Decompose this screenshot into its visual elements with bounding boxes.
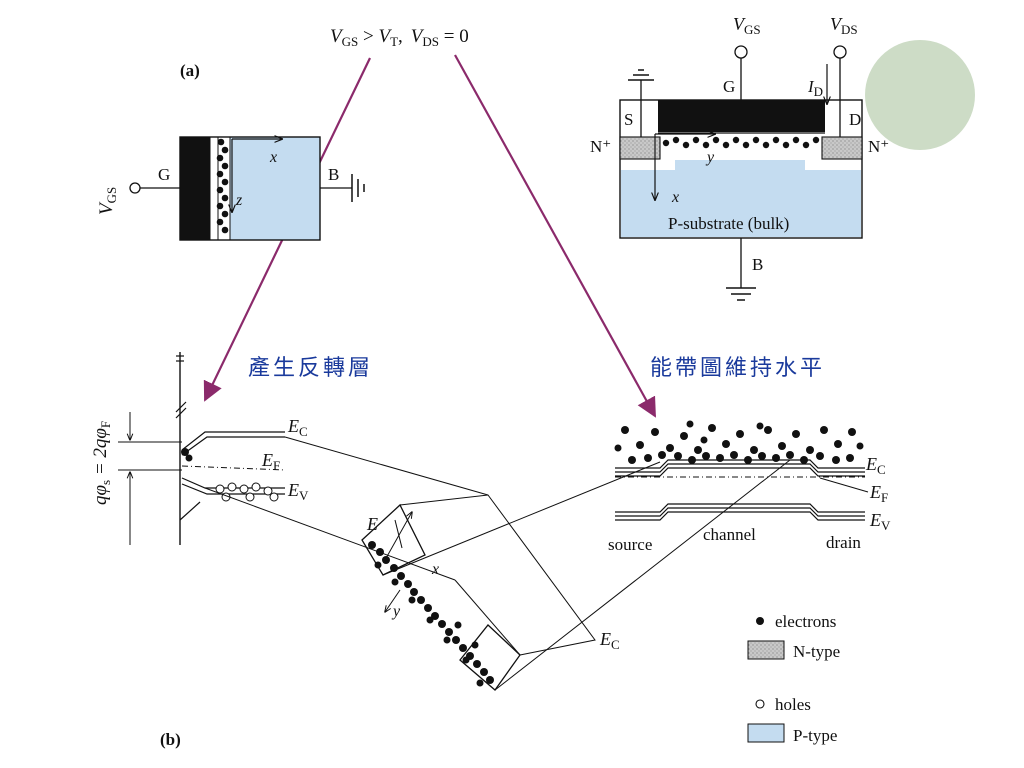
svg-text:drain: drain xyxy=(826,533,861,552)
svg-text:N⁺: N⁺ xyxy=(868,137,889,156)
hole-legend-marker xyxy=(755,699,765,709)
legend-ntype: N-type xyxy=(793,642,840,661)
svg-text:VDS: VDS xyxy=(830,14,858,37)
x-axis-3d-label: x xyxy=(431,561,439,578)
electron-legend-marker xyxy=(756,617,764,625)
svg-text:y: y xyxy=(705,149,715,166)
svg-text:B: B xyxy=(328,165,339,184)
svg-text:EF: EF xyxy=(869,482,888,505)
mosfet-channel-electrons xyxy=(662,136,820,149)
annotation-inversion-layer: 產生反轉層 xyxy=(248,356,373,381)
svg-text:B: B xyxy=(752,255,763,274)
slide-decoration-circle xyxy=(865,40,975,150)
svg-text:G: G xyxy=(158,165,170,184)
svg-text:G: G xyxy=(723,77,735,96)
svg-text:VGS: VGS xyxy=(96,187,119,215)
lateral-electrons xyxy=(614,420,864,464)
svg-text:EC: EC xyxy=(287,416,308,439)
ptype-legend-swatch xyxy=(747,723,785,743)
svg-text:N⁺: N⁺ xyxy=(590,137,611,156)
panel-b-label: (b) xyxy=(160,730,181,749)
legend-holes: holes xyxy=(775,695,811,714)
svg-text:x: x xyxy=(269,149,277,166)
svg-text:qφs = 2qφF: qφs = 2qφF xyxy=(90,421,113,505)
svg-text:ID: ID xyxy=(807,77,823,99)
svg-text:EV: EV xyxy=(287,480,309,503)
arrow-to-flat-band xyxy=(454,54,656,418)
svg-text:EF: EF xyxy=(261,450,280,473)
ntype-legend-swatch xyxy=(747,640,785,660)
svg-text:EV: EV xyxy=(869,510,891,533)
svg-text:S: S xyxy=(624,110,633,129)
svg-text:VGS: VGS xyxy=(733,14,761,37)
svg-text:source: source xyxy=(608,535,652,554)
band-diagram-vertical: EC EF EV qφs = 2qφF xyxy=(90,352,309,545)
holes-band xyxy=(215,482,279,502)
bias-condition: VGS > VT,VDS = 0 xyxy=(330,26,469,49)
legend-ptype: P-type xyxy=(793,726,837,745)
ec-3d-label: EC xyxy=(599,629,620,652)
svg-text:x: x xyxy=(671,189,679,206)
panel-a-label: (a) xyxy=(180,61,200,80)
y-axis-3d-label: y xyxy=(391,603,401,620)
svg-text:P-substrate (bulk): P-substrate (bulk) xyxy=(668,214,789,233)
e-field-label: E xyxy=(366,514,378,534)
svg-text:z: z xyxy=(235,192,243,209)
band-diagram-lateral: EC EF EV source channel drain xyxy=(608,420,891,554)
band-diagram-3d xyxy=(204,436,791,691)
inversion-electrons-band xyxy=(181,448,193,462)
mos-capacitor: x z G VGS B xyxy=(96,137,365,241)
electrons-3d xyxy=(368,541,494,687)
legend: electrons N-type holes P-type xyxy=(747,612,840,745)
svg-text:D: D xyxy=(849,110,861,129)
legend-electrons: electrons xyxy=(775,612,836,631)
mosfet-cross-section: y x P-substrate (bulk) VGS G VDS ID D S … xyxy=(590,14,889,301)
annotation-flat-band: 能帶圖維持水平 xyxy=(650,356,825,381)
svg-text:EC: EC xyxy=(865,454,886,477)
moscap-inversion-electrons xyxy=(216,138,229,234)
svg-text:channel: channel xyxy=(703,525,756,544)
